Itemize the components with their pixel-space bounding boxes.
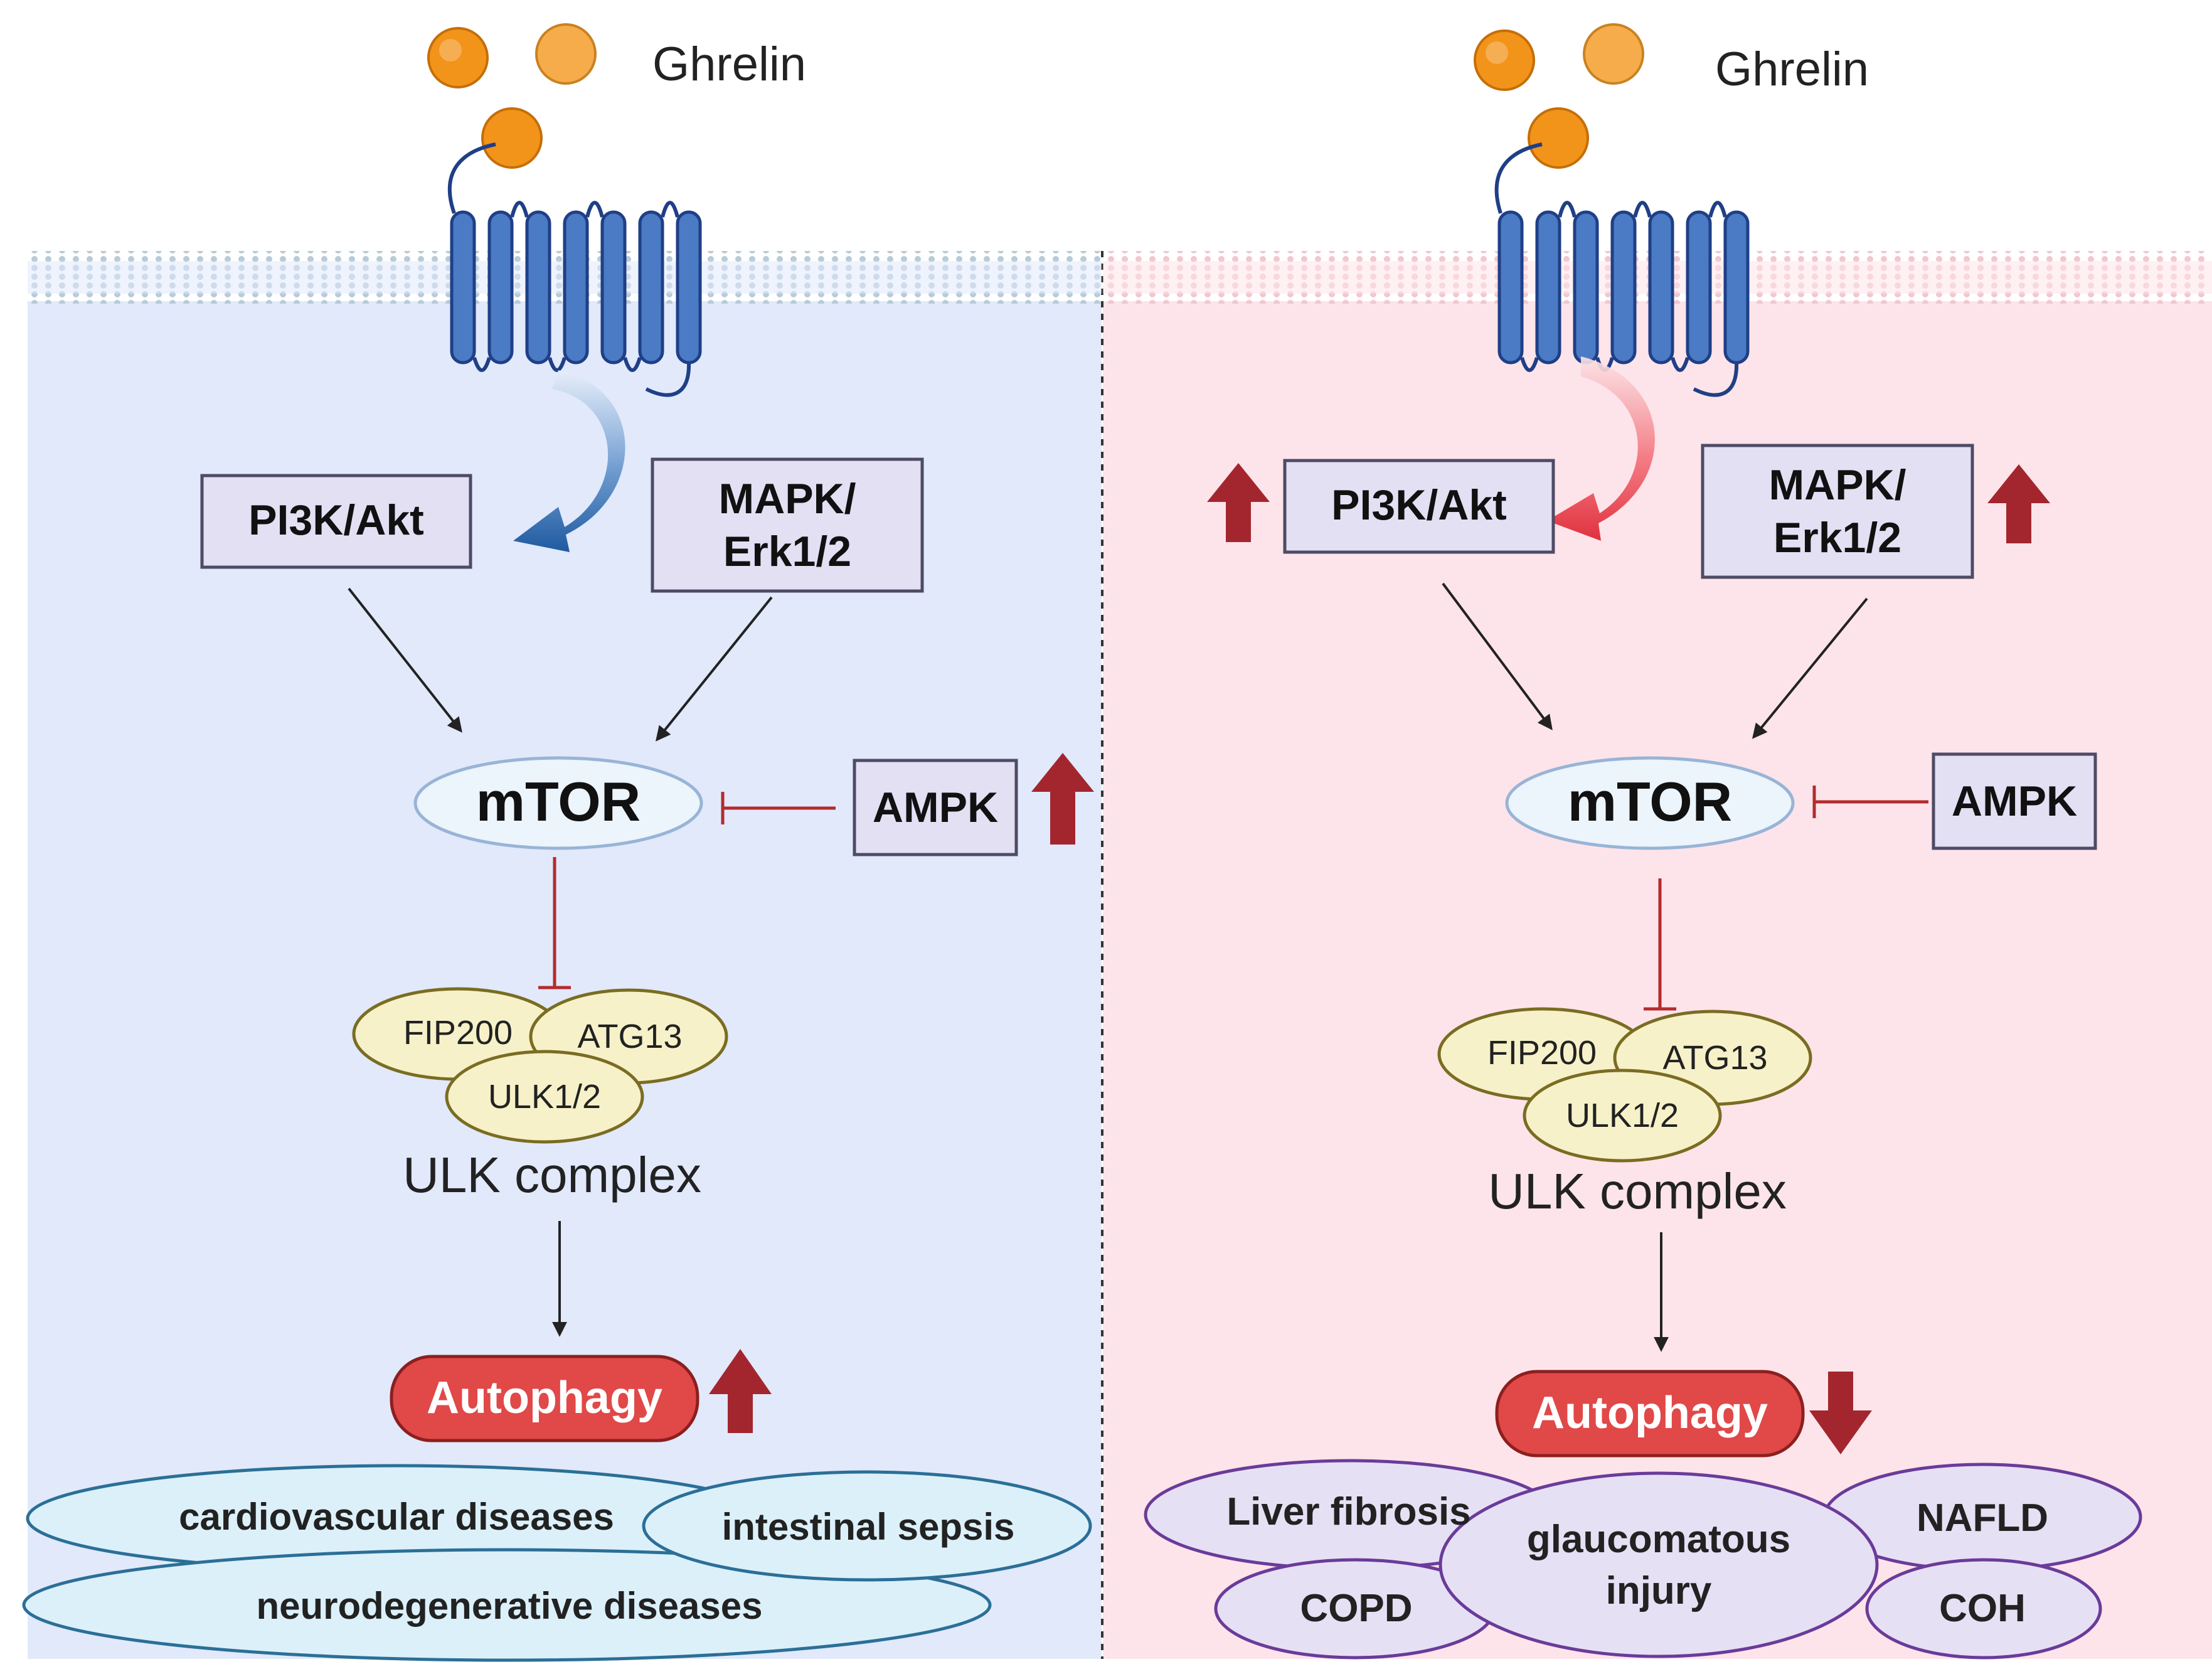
up-arrow-icon: [1207, 463, 1270, 542]
disease-coh-label: COH: [1939, 1587, 2026, 1630]
pi3k-akt-box: [1283, 459, 1555, 554]
ampk-label: AMPK: [873, 784, 998, 831]
ghrelin-molecule: [439, 39, 462, 61]
signal-curve-arrow: [1547, 356, 1655, 541]
atg13-label: ATG13: [577, 1018, 682, 1055]
erk-label: Erk1/2: [723, 528, 851, 575]
disease-intestinal-sepsis-label: intestinal sepsis: [722, 1506, 1015, 1548]
ghrelin-molecule: [1528, 107, 1589, 169]
autophagy-label: Autophagy: [1532, 1388, 1768, 1438]
pi3k-akt-label: PI3K/Akt: [1331, 481, 1507, 529]
disease-liver-fibrosis-label: Liver fibrosis: [1226, 1490, 1470, 1533]
ulk12-subunit: [445, 1050, 644, 1144]
ulk12-label: ULK1/2: [488, 1078, 601, 1116]
mapk-erk-box: [1701, 444, 1974, 579]
disease-neurodegenerative-label: neurodegenerative diseases: [256, 1585, 762, 1627]
ghrelin-molecule: [535, 23, 597, 85]
ulk12-subunit: [1523, 1069, 1722, 1163]
activation-arrow: [348, 587, 462, 733]
mapk-erk-box: [651, 457, 924, 593]
ghrelin-molecule: [1486, 41, 1508, 64]
up-arrow-icon: [1987, 464, 2050, 543]
ulk-complex-label: ULK complex: [1488, 1163, 1787, 1219]
ampk-box: [853, 759, 1018, 856]
left-panel: [28, 301, 1102, 1659]
ampk-box: [1932, 752, 2097, 850]
fip200-label: FIP200: [403, 1014, 513, 1052]
disease-glaucomatous-injury: [1438, 1471, 1879, 1658]
mapk-label: MAPK/: [1768, 461, 1906, 509]
pi3k-akt-box: [200, 474, 472, 569]
mtor-label: mTOR: [1568, 770, 1732, 833]
ghrelin-label: Ghrelin: [1715, 43, 1869, 96]
disease-glaucomatous-label: glaucomatous: [1527, 1518, 1790, 1561]
autophagy-label: Autophagy: [427, 1373, 662, 1423]
disease-copd-label: COPD: [1300, 1587, 1412, 1630]
autophagy-node: [1495, 1370, 1805, 1458]
disease-injury-label: injury: [1606, 1569, 1712, 1612]
ghrelin-label: Ghrelin: [652, 38, 806, 91]
disease-cardiovascular-label: cardiovascular diseases: [179, 1496, 614, 1538]
ampk-label: AMPK: [1952, 777, 2077, 825]
ghrelin-receptor: [447, 142, 702, 397]
mapk-label: MAPK/: [718, 475, 856, 523]
activation-arrow: [1442, 582, 1553, 730]
signal-curve-arrow: [513, 370, 625, 552]
up-arrow-icon: [709, 1349, 772, 1433]
ghrelin-molecule: [481, 107, 543, 169]
disease-neurodegenerative: [22, 1548, 992, 1662]
fip200-label: FIP200: [1487, 1034, 1597, 1072]
disease-intestinal-sepsis: [642, 1470, 1092, 1582]
down-arrow-icon: [1809, 1372, 1872, 1454]
mtor-node: [1505, 756, 1795, 850]
disease-nafld-label: NAFLD: [1917, 1496, 2048, 1540]
mtor-node: [413, 756, 703, 850]
activation-arrow: [1752, 597, 1868, 739]
autophagy-node: [390, 1355, 699, 1442]
pi3k-akt-label: PI3K/Akt: [248, 496, 424, 544]
activation-arrow: [655, 596, 773, 742]
atg13-label: ATG13: [1662, 1039, 1767, 1077]
ghrelin-molecule: [1583, 23, 1644, 85]
disease-coh: [1865, 1558, 2102, 1660]
erk-label: Erk1/2: [1773, 514, 1901, 562]
mtor-label: mTOR: [476, 770, 641, 833]
ghrelin-receptor: [1494, 142, 1750, 397]
ulk-complex-label: ULK complex: [403, 1147, 701, 1203]
ulk12-label: ULK1/2: [1566, 1097, 1679, 1134]
up-arrow-icon: [1031, 753, 1094, 845]
